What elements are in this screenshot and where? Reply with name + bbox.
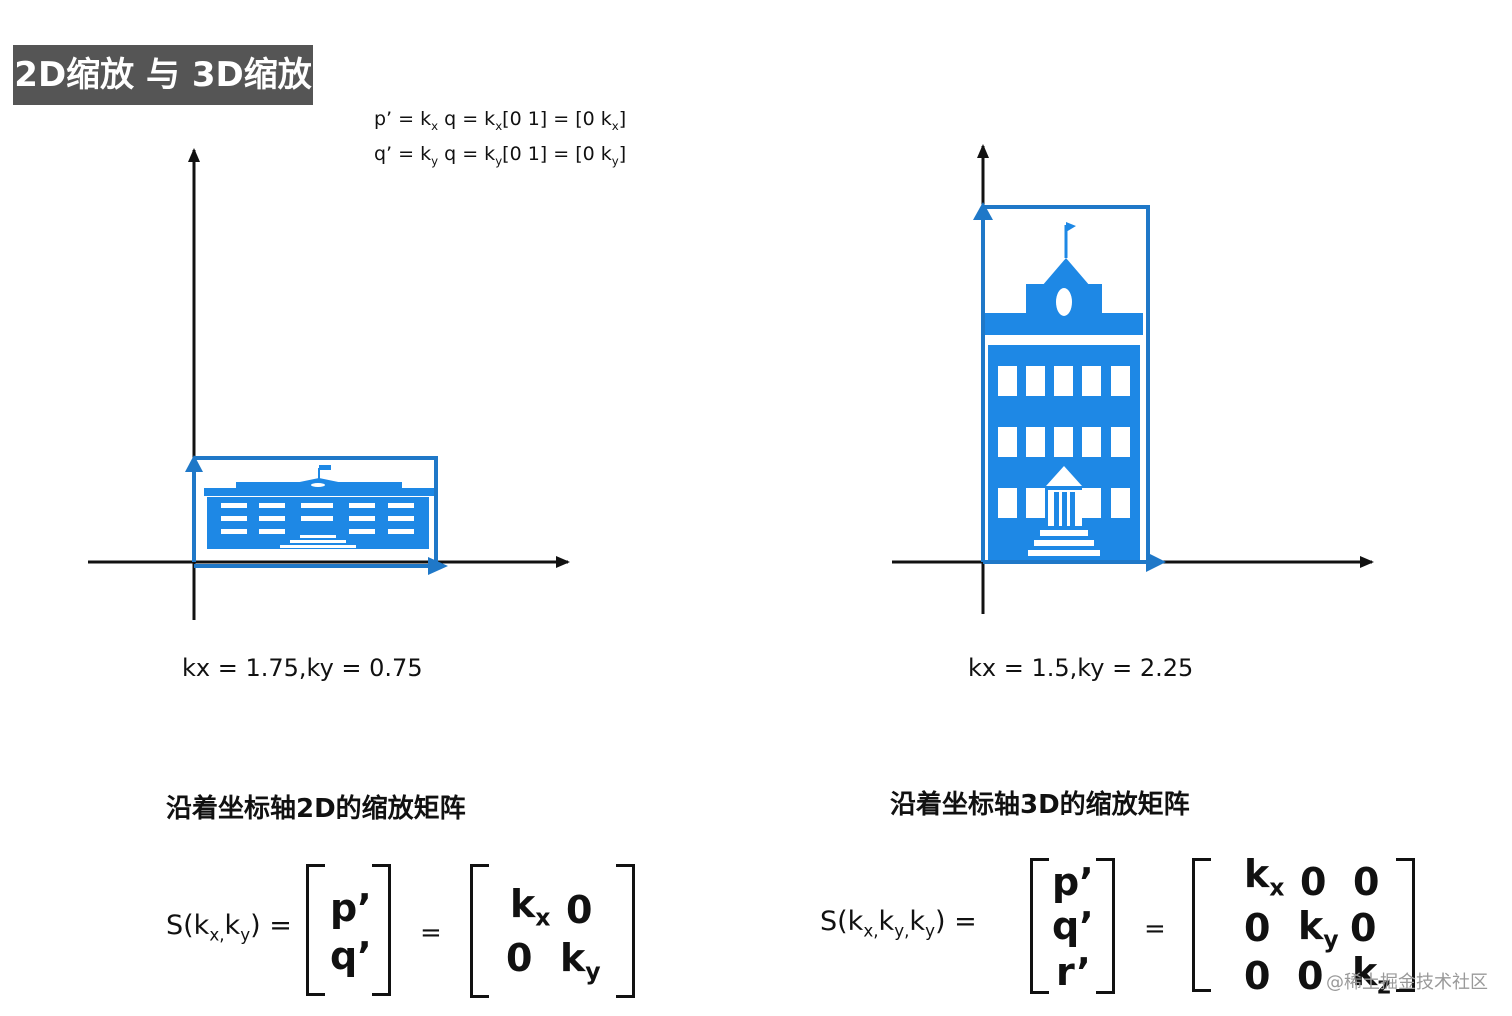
left-building-icon: [204, 465, 434, 549]
right-building-icon: [985, 222, 1143, 560]
matrix-cell: kz: [1352, 950, 1391, 1000]
matrix-cell: 0: [1244, 954, 1271, 998]
matrix-cell: ky: [560, 936, 601, 986]
bracket-right: [372, 864, 391, 996]
heading-2d-matrix: 沿着坐标轴2D的缩放矩阵: [166, 794, 466, 824]
bracket-left: [306, 864, 325, 996]
matrix-cell: 0: [1244, 906, 1271, 950]
equals-sign: =: [420, 918, 442, 948]
left-scaled-frame: [194, 456, 438, 562]
matrix-cell: 0: [1350, 906, 1377, 950]
left-diagram: [88, 148, 570, 620]
matrix-cell: 0: [566, 888, 593, 932]
matrix-cell: 0: [1353, 860, 1380, 904]
left-y-arrowhead: [185, 455, 203, 472]
matrix-cell: kx: [510, 882, 551, 932]
matrix-cell: ky: [1298, 904, 1339, 954]
vector-entry: p’: [1052, 860, 1094, 904]
vector-entry: p’: [330, 886, 372, 930]
right-diagram: [892, 144, 1374, 614]
formula-q: q’ = ky q = ky[0 1] = [0 ky]: [374, 143, 627, 168]
matrix-cell: kx: [1244, 852, 1285, 902]
right-x-arrowhead: [1146, 552, 1166, 572]
matrix-2d-lhs: S(kx,ky) =: [166, 910, 292, 945]
equals-sign: =: [1144, 914, 1166, 944]
matrix-cell: 0: [1300, 860, 1327, 904]
formula-p: p’ = kx q = kx[0 1] = [0 kx]: [374, 108, 627, 133]
bracket-left: [470, 864, 489, 998]
vector-entry: q’: [1052, 904, 1094, 948]
matrix-cell: 0: [506, 936, 533, 980]
matrix-3d-lhs: S(kx,ky,ky) =: [820, 906, 977, 941]
matrix-cell: 0: [1297, 954, 1324, 998]
vector-entry: q’: [330, 934, 372, 978]
left-scale-params: kx = 1.75,ky = 0.75: [182, 654, 423, 682]
heading-3d-matrix: 沿着坐标轴3D的缩放矩阵: [890, 790, 1190, 820]
right-scale-params: kx = 1.5,ky = 2.25: [968, 654, 1194, 682]
page-title: 2D缩放 与 3D缩放: [13, 45, 313, 105]
bracket-right: [1396, 858, 1415, 992]
bracket-left: [1030, 858, 1049, 994]
right-scaled-frame: [983, 205, 1150, 562]
vector-entry: r’: [1056, 950, 1091, 994]
bracket-left: [1192, 858, 1211, 992]
bracket-right: [1096, 858, 1115, 994]
right-y-arrowhead: [973, 202, 993, 220]
left-x-arrowhead: [428, 557, 448, 575]
bracket-right: [616, 864, 635, 998]
watermark: @稀土掘金技术社区: [1326, 972, 1488, 993]
